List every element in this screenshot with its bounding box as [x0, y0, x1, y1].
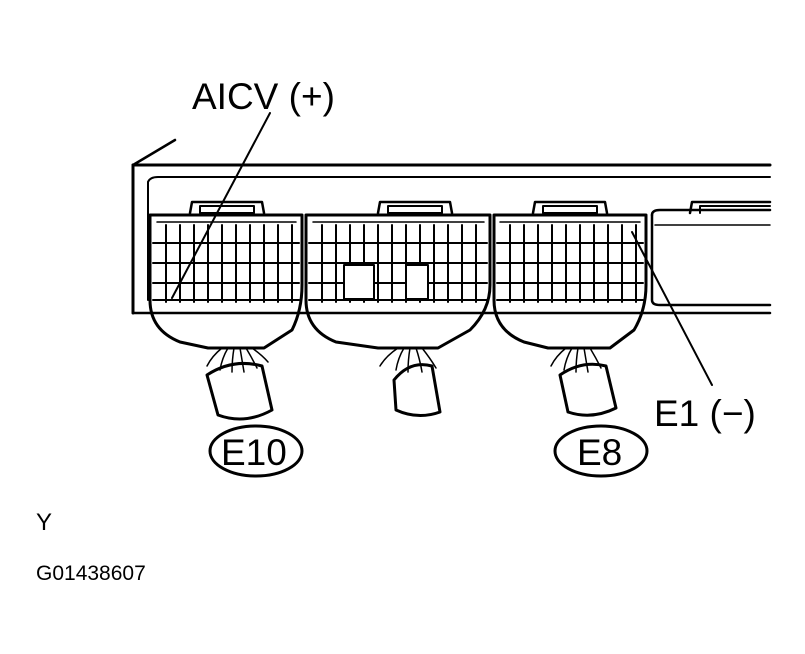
e8-cable — [558, 362, 618, 417]
connector-e8 — [492, 200, 648, 417]
middle-pin-grid — [308, 224, 488, 303]
middle-latch — [376, 200, 454, 215]
figure-letter: Y — [36, 509, 53, 536]
connector-e10 — [148, 200, 304, 421]
e10-pin-grid — [152, 224, 300, 303]
e10-body — [148, 213, 304, 350]
e1-leader-line — [631, 231, 713, 386]
e10-cable — [205, 362, 274, 421]
middle-cable — [392, 363, 442, 417]
e8-pin-grid — [496, 224, 644, 303]
connector-middle — [304, 200, 492, 417]
e8-body — [492, 213, 648, 350]
e8-connector-label: E8 — [577, 432, 623, 473]
middle-body — [304, 213, 492, 350]
e8-label-oval — [553, 424, 649, 478]
middle-wires — [379, 347, 437, 373]
connector-partial — [650, 200, 772, 307]
aicv-positive-label: AICV (+) — [192, 76, 335, 117]
aicv-leader-line — [171, 112, 271, 299]
figure-code: G01438607 — [36, 562, 146, 585]
e1-negative-label: E1 (−) — [654, 393, 756, 434]
ecu-housing — [131, 138, 772, 315]
e8-latch — [531, 200, 609, 215]
e10-connector-label: E10 — [221, 432, 287, 473]
e10-label-oval — [208, 424, 304, 478]
e10-latch — [188, 200, 266, 215]
